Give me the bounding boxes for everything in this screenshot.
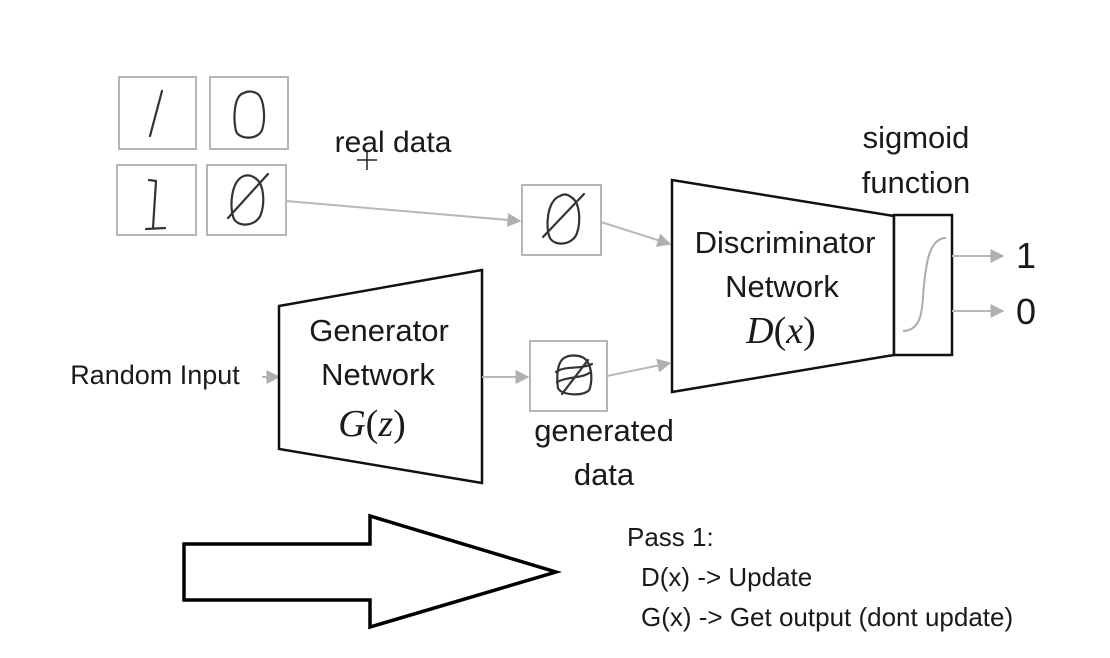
random-input-label: Random Input [70,360,240,390]
generated-data-label-line1: generated [534,413,674,448]
generated-sample-thumbnail [529,340,608,412]
discriminator-label-line1: Discriminator [695,225,876,260]
real-data-connector [285,200,522,227]
generated-data-label-line2: data [574,457,635,492]
real-sample-to-discriminator-arrow [600,221,672,247]
discriminator-label-line2: Network [725,269,839,304]
generator-network [277,268,484,485]
sigmoid-label-line2: function [862,165,971,200]
real-data-thumbnail-one-a [118,76,197,150]
generator-label-line2: Network [321,357,435,392]
sigmoid-label-line1: sigmoid [863,120,970,155]
generated-sample-to-discriminator-arrow [606,358,672,377]
real-data-label: real data [335,126,452,159]
real-sample-thumbnail [521,184,602,256]
sigmoid-curve [902,237,947,332]
real-data-thumbnail-zero-a [209,76,289,150]
crosshair-cursor-icon [357,150,377,170]
pass-title: Pass 1: [627,522,714,552]
real-data-thumbnail-one-b [116,164,197,236]
discriminator-formula: D(x) [745,310,816,352]
output-zero-label: 0 [1016,291,1036,332]
pass-block-arrow [182,513,563,630]
output-one-label: 1 [1016,235,1036,276]
generator-formula: G(z) [338,403,406,445]
pass-note-generator: G(x) -> Get output (dont update) [641,602,1013,632]
pass-note-discriminator: D(x) -> Update [641,562,812,592]
real-data-thumbnail-zero-b [206,164,287,236]
generator-label-line1: Generator [309,313,449,348]
